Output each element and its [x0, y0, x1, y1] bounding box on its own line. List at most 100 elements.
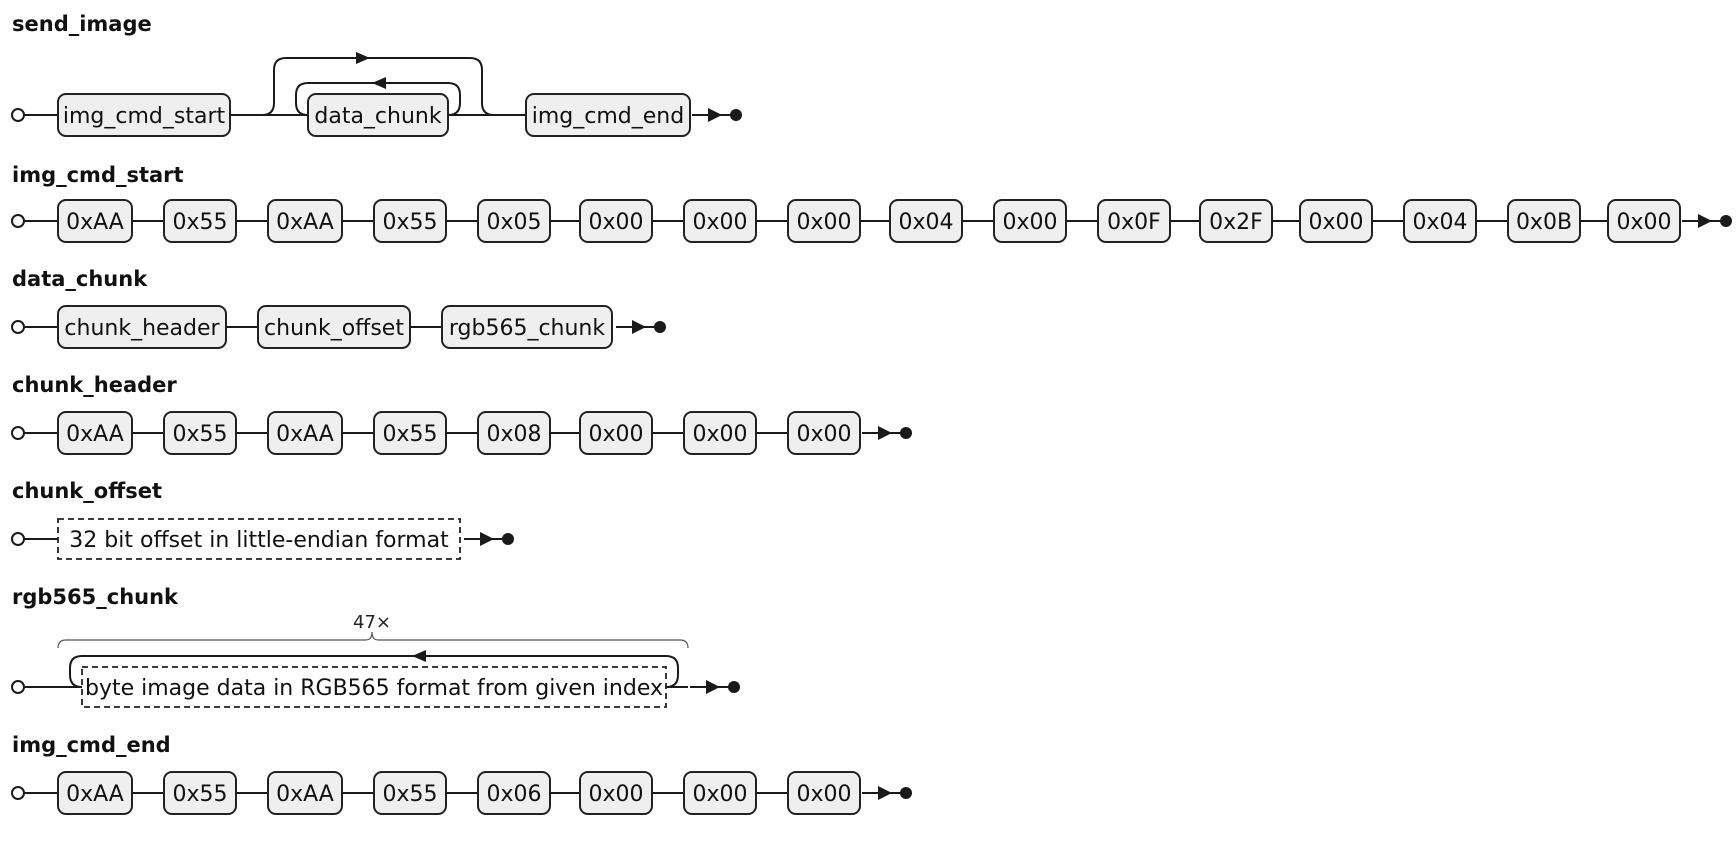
byte-terminal: 0x55 [163, 411, 237, 455]
end-dot-icon [730, 109, 742, 121]
end-arrow-icon [632, 320, 646, 334]
box-label: rgb565_chunk [449, 316, 606, 341]
start-circle-icon [11, 214, 25, 228]
box-label: img_cmd_start [63, 104, 226, 129]
box-label: 0xAA [66, 422, 124, 447]
byte-terminal: 0x00 [579, 199, 653, 243]
nonterminal-img-cmd-end: img_cmd_end [525, 93, 691, 137]
byte-terminal: 0x55 [163, 771, 237, 815]
byte-terminal: 0x06 [477, 771, 551, 815]
byte-terminal: 0x55 [373, 771, 447, 815]
byte-terminal: 0x00 [683, 199, 757, 243]
box-label: 0xAA [66, 210, 124, 235]
byte-terminal: 0x00 [1299, 199, 1373, 243]
box-label: 0x00 [796, 210, 851, 235]
box-label: 0x55 [172, 210, 227, 235]
box-label: img_cmd_end [532, 104, 684, 129]
end-arrow-icon [708, 108, 722, 122]
end-arrow-icon [480, 532, 494, 546]
rule-title: img_cmd_end [12, 733, 171, 757]
box-label: 0x00 [1002, 210, 1057, 235]
box-label: 0x00 [1308, 210, 1363, 235]
box-shape [441, 305, 613, 349]
start-circle-icon [11, 680, 25, 694]
byte-terminal: 0x2F [1199, 199, 1273, 243]
byte-terminal: 0x00 [993, 199, 1067, 243]
box-label: 32 bit offset in little-endian format [69, 528, 449, 553]
loop-arrow-left-icon [372, 77, 386, 89]
box-label: 0x08 [486, 422, 541, 447]
end-arrow-icon [878, 426, 892, 440]
end-arrow-icon [706, 680, 720, 694]
byte-terminal: 0x00 [787, 771, 861, 815]
box-label: 0x55 [382, 422, 437, 447]
byte-terminal: 0x00 [579, 411, 653, 455]
box-label: 0x04 [1412, 210, 1467, 235]
comment-offset-format: 32 bit offset in little-endian format [57, 518, 461, 560]
start-circle-icon [11, 108, 25, 122]
nonterminal-rgb565-chunk: rgb565_chunk [441, 305, 613, 349]
nonterminal-chunk-header: chunk_header [57, 305, 227, 349]
byte-terminal: 0xAA [267, 411, 343, 455]
box-label: 0x05 [486, 210, 541, 235]
byte-terminal: 0x00 [1607, 199, 1681, 243]
box-label: 0x00 [588, 782, 643, 807]
box-label: 0xAA [66, 782, 124, 807]
box-shape [81, 666, 667, 708]
byte-terminal: 0x00 [683, 411, 757, 455]
box-shape [787, 411, 861, 455]
end-dot-icon [900, 787, 912, 799]
byte-terminal: 0x00 [787, 199, 861, 243]
rule-img-cmd-end: img_cmd_end 0xAA 0x55 0xAA 0x55 0x06 0x00 0x00 0… [11, 733, 912, 815]
rule-title: data_chunk [12, 267, 148, 291]
byte-terminal: 0xAA [57, 771, 133, 815]
byte-terminal: 0x0F [1097, 199, 1171, 243]
start-circle-icon [11, 320, 25, 334]
box-label: 0x00 [692, 210, 747, 235]
rule-title: chunk_offset [12, 479, 162, 503]
rule-title: rgb565_chunk [12, 585, 179, 609]
end-dot-icon [502, 533, 514, 545]
box-label: 0x2F [1209, 210, 1263, 235]
byte-terminal: 0xAA [267, 771, 343, 815]
box-label: 0x00 [796, 782, 851, 807]
box-label: 0x55 [172, 422, 227, 447]
byte-terminal: 0x55 [373, 199, 447, 243]
start-circle-icon [11, 426, 25, 440]
rule-title: send_image [12, 12, 152, 36]
rule-title: img_cmd_start [12, 163, 184, 187]
box-label: 0x55 [382, 210, 437, 235]
nonterminal-img-cmd-start: img_cmd_start [57, 93, 231, 137]
nonterminal-data-chunk: data_chunk [307, 93, 449, 137]
byte-terminal: 0x00 [579, 771, 653, 815]
repeat-brace [57, 631, 689, 649]
box-label: 0x00 [692, 422, 747, 447]
box-label: chunk_offset [264, 316, 404, 341]
box-label: 0xAA [276, 782, 334, 807]
start-circle-icon [11, 786, 25, 800]
box-label: 0x00 [588, 210, 643, 235]
loop-arrow-left-icon [412, 650, 426, 662]
repeat-loop-path [69, 655, 679, 688]
box-shape [57, 518, 461, 560]
box-label: 0x55 [172, 782, 227, 807]
byte-terminal: 0x05 [477, 199, 551, 243]
box-shape [525, 93, 691, 137]
byte-terminal: 0x00 [683, 771, 757, 815]
byte-terminal: 0x04 [1403, 199, 1477, 243]
rule-data-chunk: data_chunk chunk_header chunk_offset rgb565… [11, 267, 666, 349]
box-shape [787, 771, 861, 815]
box-label: 0x55 [382, 782, 437, 807]
repeat-count-label: 47× [353, 612, 391, 633]
end-dot-icon [900, 427, 912, 439]
byte-terminal: 0xAA [57, 411, 133, 455]
box-label: 0x0F [1107, 210, 1161, 235]
byte-terminal: 0x55 [373, 411, 447, 455]
end-arrow-icon [1698, 214, 1712, 228]
end-dot-icon [728, 681, 740, 693]
box-label: 0x00 [588, 422, 643, 447]
